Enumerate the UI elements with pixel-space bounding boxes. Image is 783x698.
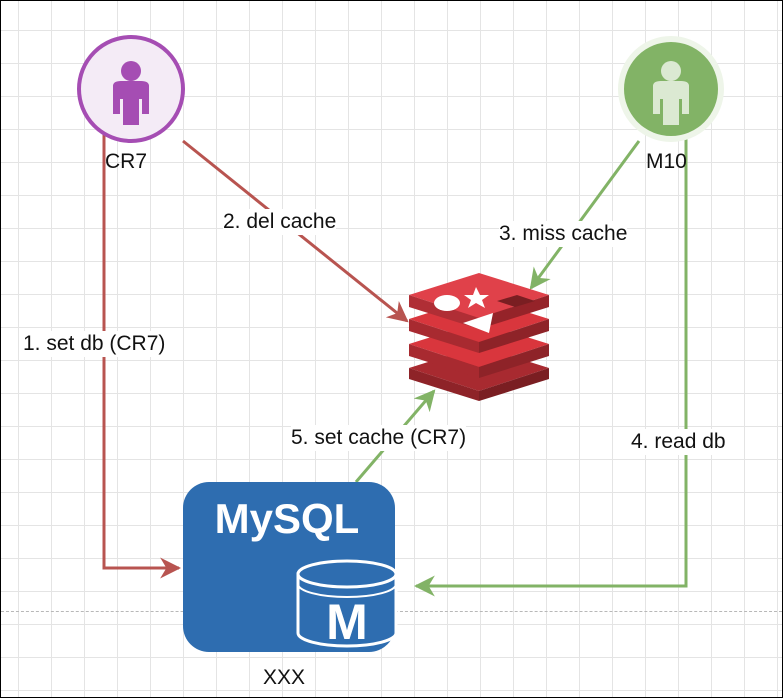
mysql-caption: XXX — [263, 666, 306, 689]
user-cr7-label: CR7 — [105, 150, 148, 173]
mysql-logo-text: MySQL — [215, 495, 360, 542]
user-cr7-icon — [113, 61, 149, 125]
edge-miss-cache-label: 3. miss cache — [499, 221, 628, 247]
user-m10-label: M10 — [646, 150, 687, 173]
user-m10-icon — [653, 61, 689, 125]
edge-set-db-label: 1. set db (CR7) — [23, 331, 166, 357]
user-cr7-node — [77, 35, 185, 143]
edge-set-cache-label: 5. set cache (CR7) — [291, 425, 467, 451]
edge-read-db — [413, 131, 688, 597]
cache-redis-icon — [409, 273, 549, 401]
db-badge-letter: M — [326, 594, 368, 650]
edge-read-db-label: 4. read db — [631, 429, 726, 455]
edge-miss-cache — [529, 140, 641, 290]
user-m10-node — [618, 36, 724, 142]
edge-set-db — [102, 131, 182, 579]
edge-del-cache-label: 2. del cache — [223, 209, 337, 235]
mysql-database-node: MySQL M — [183, 482, 398, 652]
db-cylinder-icon — [296, 559, 398, 648]
